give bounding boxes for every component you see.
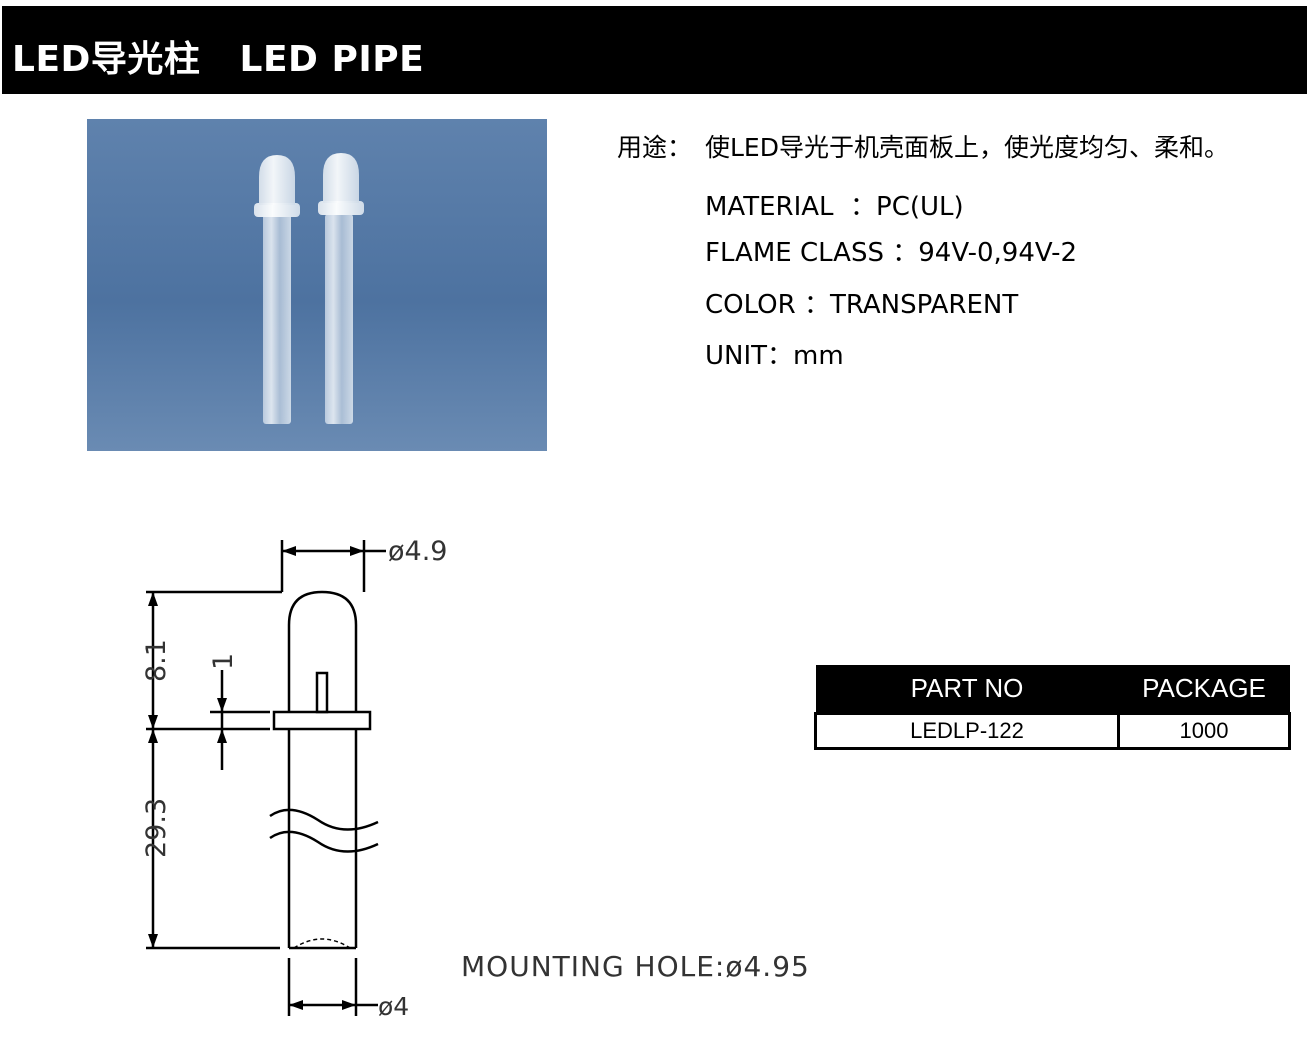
spec-unit: UNIT：mm [705,341,844,371]
technical-drawing: ø4.9 8.1 1 29.3 ø4 MOUNTING HOLE:ø4.95 [141,536,810,1021]
table-row: LEDLP-122 1000 [814,712,1291,750]
page-title: LED导光柱 LED PIPE [12,39,425,80]
top-diameter-label: ø4.9 [388,536,447,567]
spec-color: COLOR ：TRANSPARENT [705,290,1019,320]
header-package: PACKAGE [1118,665,1290,714]
cell-part-no: LEDLP-122 [814,712,1120,750]
usage-text: 使LED导光于机壳面板上，使光度均匀、柔和。 [705,133,1229,162]
pin-length-label: 1 [208,653,239,670]
usage-label: 用途： [617,133,693,162]
usage-line: 用途： 使LED导光于机壳面板上，使光度均匀、柔和。 [617,128,1229,164]
pipe-image-right [318,153,364,424]
product-photo [87,119,547,451]
pipe-image-left [254,155,300,424]
height-top-label: 8.1 [141,639,172,682]
height-body-label: 29.3 [141,798,172,858]
bottom-diameter-label: ø4 [378,992,409,1021]
header-part-no: PART NO [815,665,1119,714]
spec-material: MATERIAL ：PC(UL) [705,192,964,222]
cell-package: 1000 [1117,712,1291,750]
spec-flame-class: FLAME CLASS ：94V-0,94V-2 [705,238,1078,268]
part-table: PART NO PACKAGE LEDLP-122 1000 [814,665,1291,750]
part-table-header-row: PART NO PACKAGE [815,665,1290,714]
mounting-hole-label: MOUNTING HOLE:ø4.95 [461,950,810,983]
header-bar: LED导光柱 LED PIPE [2,6,1307,94]
